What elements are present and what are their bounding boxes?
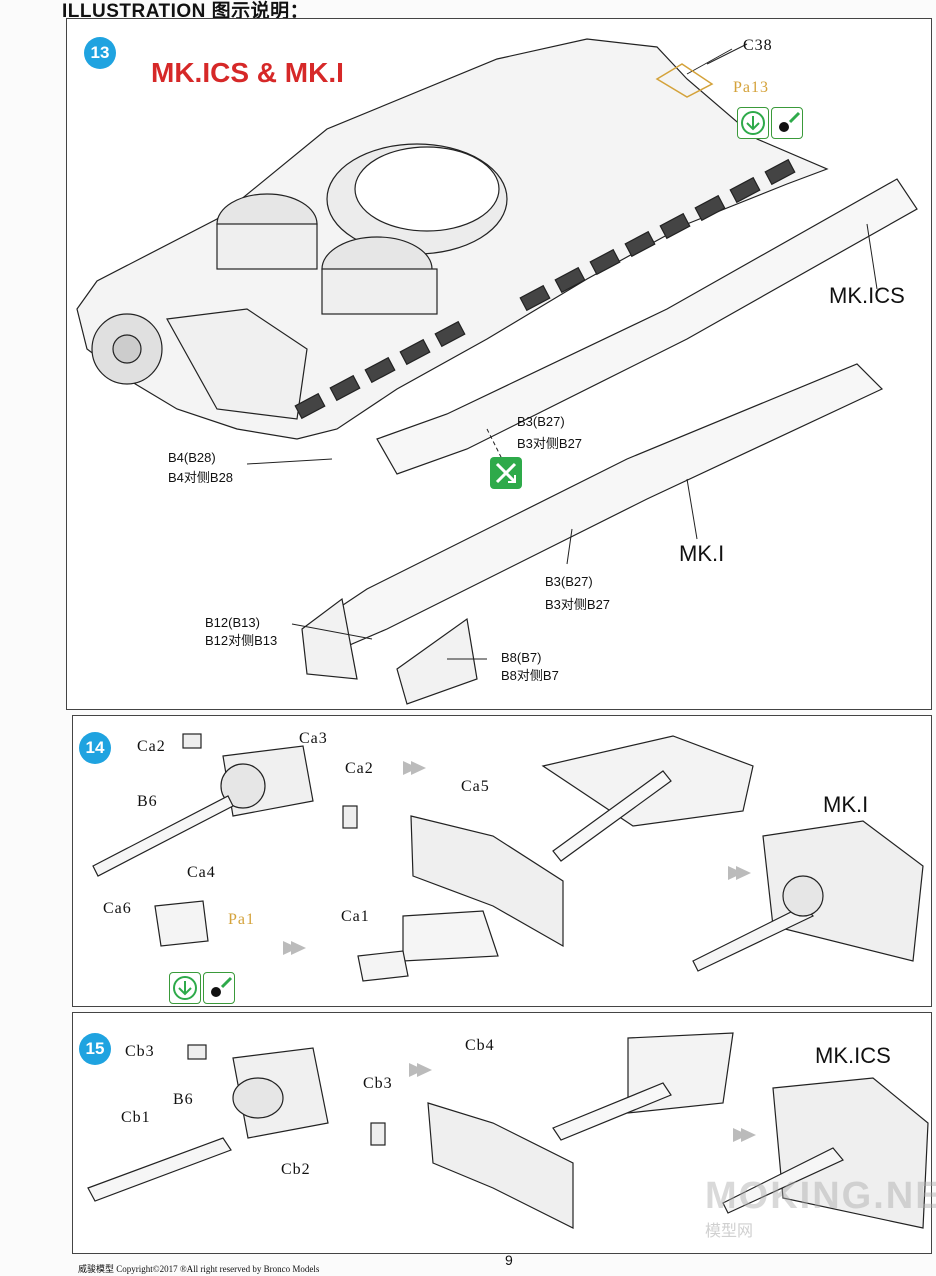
watermark-sub: 模型网 [705,1223,754,1240]
label-pa13: Pa13 [733,79,769,96]
bend-down-icon [169,972,201,1004]
label-b4-1: B4(B28) [168,450,216,465]
howitzer-mantlet-drawing [87,1032,929,1229]
version-title: MK.ICS & MK.I [151,57,344,88]
label-mki: MK.I [823,792,869,817]
label-mkics: MK.ICS [829,283,905,308]
label-ca6: Ca6 [103,900,132,917]
step-13-panel: 13 MK.ICS & MK.I C38 Pa13 MK.ICS B3(B27)… [66,18,932,710]
label-b6: B6 [137,793,158,810]
label-b6: B6 [173,1091,194,1108]
label-c38: C38 [743,37,773,54]
step-15-panel: 15 Cb3 B6 Cb1 Cb2 Cb3 Cb4 MK.ICS [72,1012,932,1254]
label-mkics: MK.ICS [815,1043,891,1068]
label-b3-bot-1: B3(B27) [545,574,593,589]
label-ca5: Ca5 [461,778,490,795]
photo-etch-part-icon [655,63,714,98]
label-cb1: Cb1 [121,1109,151,1126]
glue-icon [771,107,803,139]
gun-mantlet-drawing [92,733,924,982]
step-number-badge: 14 [79,732,111,764]
label-b8-2: B8对侧B7 [501,668,559,683]
label-b3-top-1: B3(B27) [517,414,565,429]
label-b3-top-2: B3对侧B27 [517,436,583,451]
watermark: MOKING.NET [705,1175,936,1217]
label-cb4: Cb4 [465,1037,495,1054]
label-b12-1: B12(B13) [205,615,260,630]
label-b12-2: B12对侧B13 [205,633,278,648]
label-ca3: Ca3 [299,730,328,747]
step-14-panel: 14 Ca2 Ca3 Ca2 B6 Ca6 Ca4 Pa1 Ca5 Ca1 MK… [72,715,932,1007]
step-number-badge: 15 [79,1033,111,1065]
label-pa1: Pa1 [228,911,255,928]
step-number-badge: 13 [84,37,116,69]
label-ca2-a: Ca2 [137,738,166,755]
label-cb2: Cb2 [281,1161,311,1178]
label-cb3-b: Cb3 [363,1075,393,1092]
label-mki: MK.I [679,541,725,566]
assemble-both-sides-icon [490,457,522,489]
label-ca1: Ca1 [341,908,370,925]
label-b3-bot-2: B3对侧B27 [545,597,611,612]
tank-hull-drawing [76,38,918,705]
label-b4-2: B4对侧B28 [168,470,234,485]
bend-down-icon [737,107,769,139]
label-ca4: Ca4 [187,864,216,881]
page-number: 9 [505,1252,513,1268]
page-header: ILLUSTRATION 图示说明： [62,1,310,22]
label-b8-1: B8(B7) [501,650,542,665]
glue-icon [203,972,235,1004]
label-cb3-a: Cb3 [125,1043,155,1060]
label-ca2-b: Ca2 [345,760,374,777]
copyright-footer: 威骏模型 Copyright©2017 ®All right reserved … [78,1264,320,1274]
